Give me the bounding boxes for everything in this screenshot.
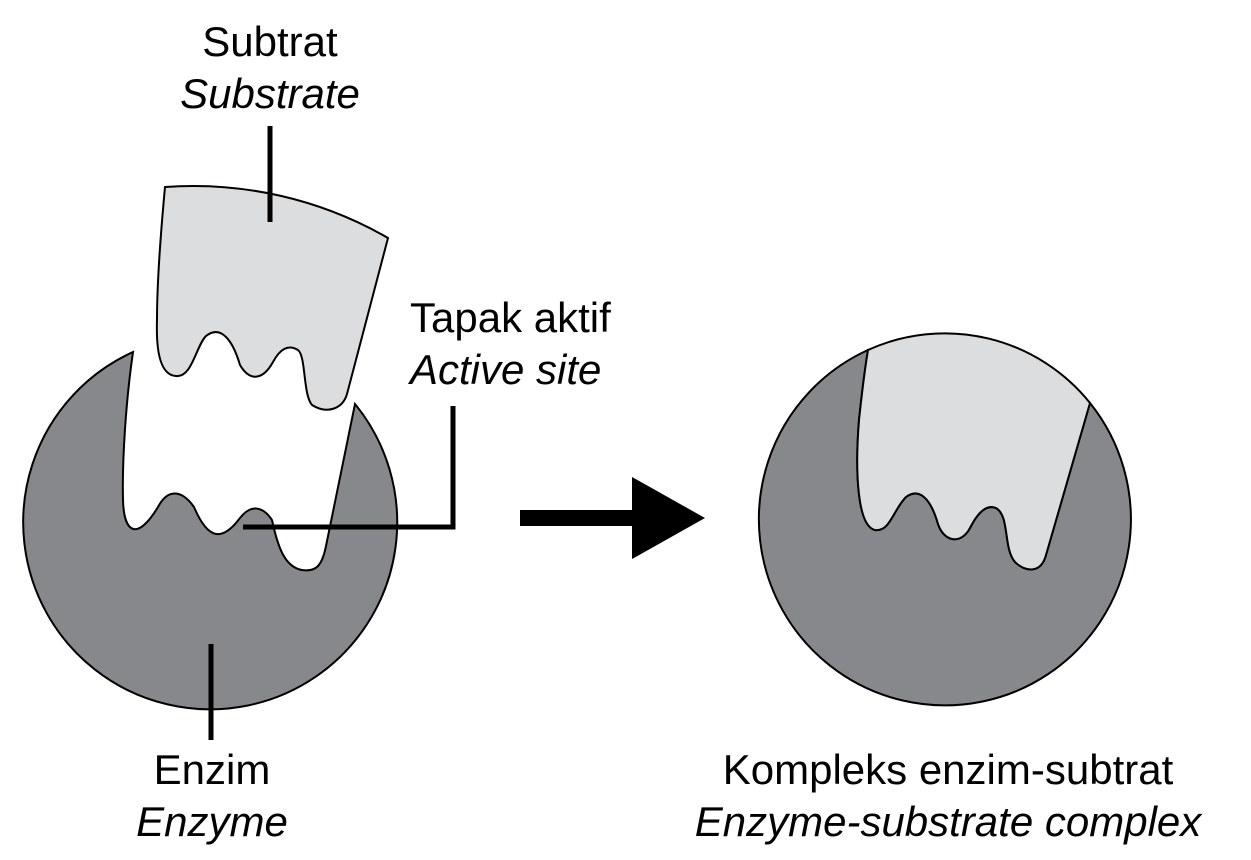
enzyme-shape: [22, 350, 399, 711]
complex-substrate-shape: [856, 332, 1092, 571]
substrate-label-secondary: Substrate: [180, 70, 360, 117]
right-arrow-icon: [520, 477, 705, 559]
substrate-shape: [155, 184, 390, 411]
active-site-label-secondary: Active site: [410, 346, 602, 393]
complex-shape: [757, 332, 1132, 707]
enzyme-label-secondary: Enzyme: [136, 798, 288, 845]
complex-label: Kompleks enzim-subtrat Enzyme-substrate …: [668, 744, 1228, 848]
substrate-label: Subtrat Substrate: [170, 16, 370, 120]
enzyme-label: Enzim Enzyme: [112, 744, 312, 848]
substrate-label-primary: Subtrat: [202, 18, 338, 65]
complex-label-primary: Kompleks enzim-subtrat: [722, 746, 1174, 793]
active-site-label: Tapak aktif Active site: [410, 292, 611, 396]
active-site-label-primary: Tapak aktif: [410, 294, 611, 341]
enzyme-label-primary: Enzim: [153, 746, 271, 793]
complex-label-secondary: Enzyme-substrate complex: [694, 798, 1202, 845]
active-site-leader-line: [243, 406, 456, 530]
